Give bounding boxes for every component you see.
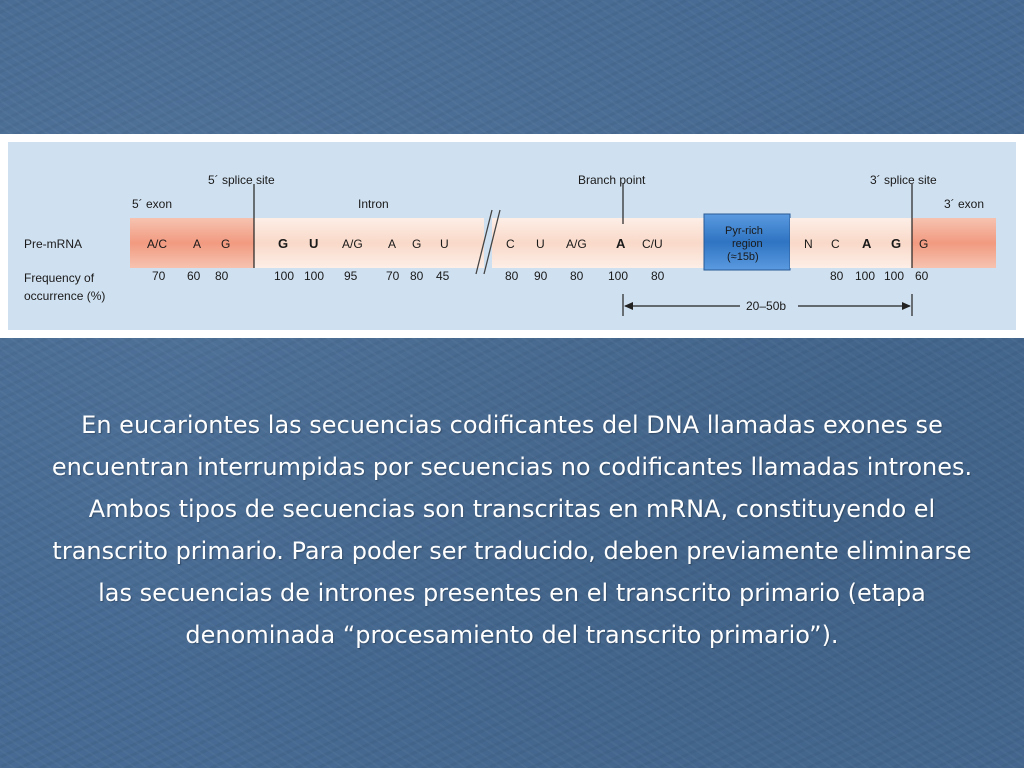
nucleotide: G: [919, 237, 928, 251]
frequency-value: 60: [187, 269, 201, 283]
frequency-value: 100: [304, 269, 324, 283]
frequency-value: 100: [884, 269, 904, 283]
intron-bar-left: [254, 218, 484, 268]
nucleotide: A: [616, 236, 626, 251]
nucleotide: U: [440, 237, 449, 251]
freq-label-line2: occurrence (%): [24, 289, 105, 303]
nucleotide: A/C: [147, 237, 167, 251]
break-mark-1: [475, 209, 493, 275]
frequency-value: 45: [436, 269, 450, 283]
pre-mrna-label: Pre-mRNA: [24, 237, 82, 251]
frequency-value: 90: [534, 269, 548, 283]
splice-site-svg: 5´ splice site Branch point 3´ splice si…: [24, 173, 996, 316]
branch-point-label: Branch point: [578, 173, 646, 187]
intron-label: Intron: [358, 197, 389, 211]
pyr-region-label-2: region: [732, 238, 763, 250]
pyr-region-label-3: (≈15b): [727, 251, 759, 263]
arrowhead-right: [902, 302, 911, 310]
arrowhead-left: [624, 302, 633, 310]
freq-label-line1: Frequency of: [24, 271, 95, 285]
nucleotide: C/U: [642, 237, 663, 251]
frequency-value: 100: [855, 269, 875, 283]
splice-site-diagram: 5´ splice site Branch point 3´ splice si…: [8, 142, 1016, 330]
frequency-value: 95: [344, 269, 358, 283]
distance-label: 20–50b: [746, 299, 786, 313]
pyr-region-label-1: Pyr-rich: [725, 225, 763, 237]
nucleotide: G: [891, 236, 901, 251]
nucleotide: C: [831, 237, 840, 251]
three-exon-bar: [912, 218, 996, 268]
frequency-value: 100: [608, 269, 628, 283]
nucleotide: C: [506, 237, 515, 251]
nucleotide: N: [804, 237, 813, 251]
nucleotide: G: [221, 237, 230, 251]
nucleotide: A: [193, 237, 201, 251]
nucleotide: U: [536, 237, 545, 251]
frequency-value: 80: [215, 269, 229, 283]
frequency-value: 70: [386, 269, 400, 283]
frequency-value: 60: [915, 269, 929, 283]
nucleotide: A: [388, 237, 396, 251]
nucleotide: G: [278, 236, 288, 251]
figure-panel: 5´ splice site Branch point 3´ splice si…: [0, 134, 1024, 338]
three-exon-label: 3´ exon: [944, 197, 984, 211]
frequency-value: 80: [570, 269, 584, 283]
three-splice-label: 3´ splice site: [870, 173, 937, 187]
nucleotide: A/G: [342, 237, 363, 251]
frequency-value: 70: [152, 269, 166, 283]
frequency-value: 80: [651, 269, 665, 283]
nucleotide: A: [862, 236, 872, 251]
frequency-value: 80: [505, 269, 519, 283]
five-exon-bar: [130, 218, 254, 268]
frequency-value: 80: [830, 269, 844, 283]
nucleotide: A/G: [566, 237, 587, 251]
break-mark-2: [483, 209, 501, 275]
five-exon-label: 5´ exon: [132, 197, 172, 211]
intron-bar-end: [790, 218, 912, 268]
slide-body-text: En eucariontes las secuencias codificant…: [51, 411, 973, 649]
nucleotide: U: [309, 236, 318, 251]
frequency-value: 100: [274, 269, 294, 283]
intron-bar-right: [492, 218, 704, 268]
nucleotide: G: [412, 237, 421, 251]
five-splice-label: 5´ splice site: [208, 173, 275, 187]
frequency-value: 80: [410, 269, 424, 283]
pyr-rich-region: [703, 213, 791, 271]
